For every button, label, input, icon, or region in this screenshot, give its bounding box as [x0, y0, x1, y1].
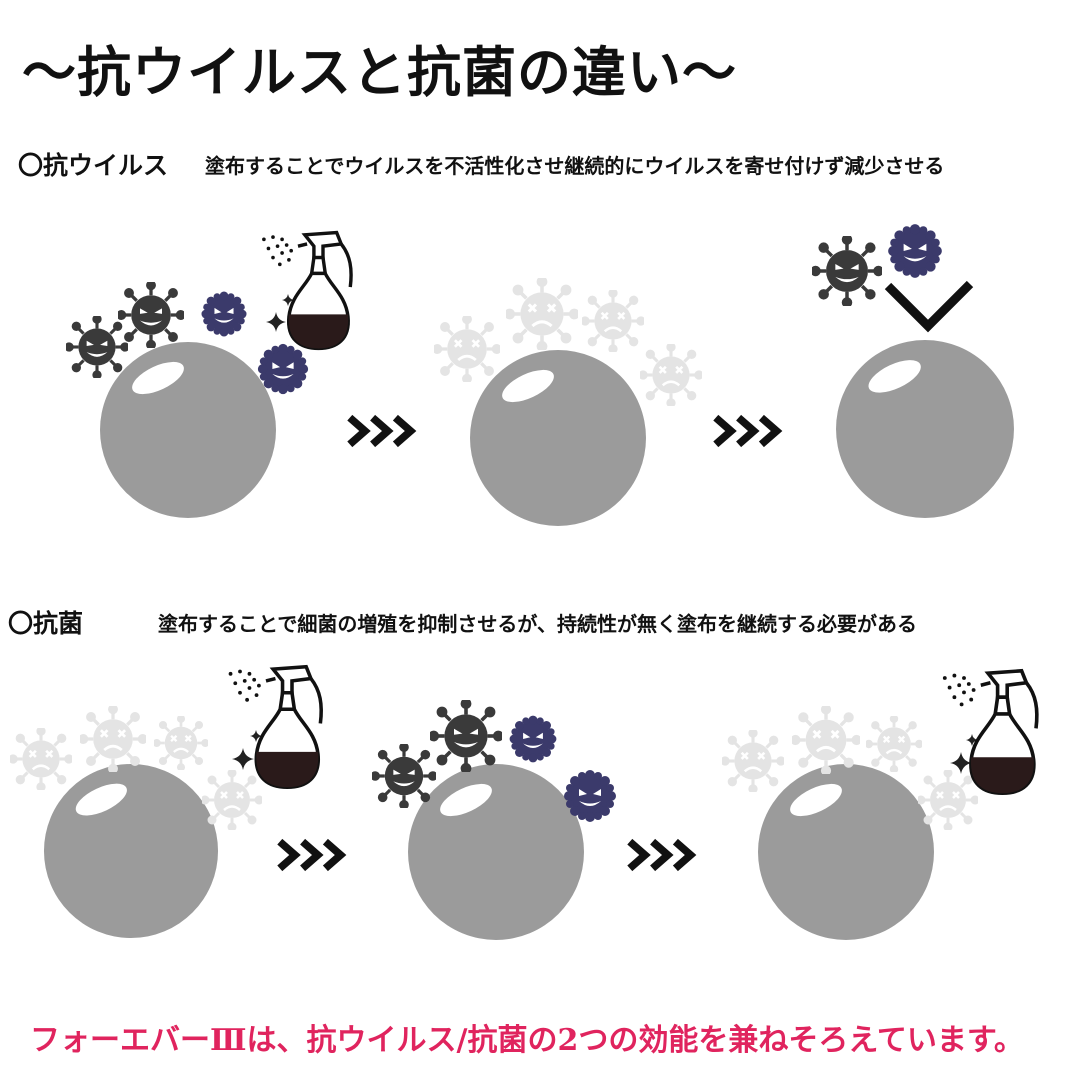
virus-icon [564, 770, 616, 822]
virus-icon [506, 278, 578, 350]
virus-icon [430, 700, 502, 772]
virus-icon [812, 236, 882, 306]
virus-icon [722, 730, 784, 792]
arrows-icon [716, 418, 777, 445]
virus-icon [201, 291, 247, 337]
sphere-icon [470, 350, 646, 526]
virus-icon [154, 716, 208, 770]
arrows-icon [630, 842, 691, 869]
virus-icon [434, 316, 500, 382]
virus-icon [10, 728, 72, 790]
antibacterial-heading: 〇抗菌 [8, 609, 84, 638]
sphere-icon [100, 342, 276, 518]
virus-icon [866, 716, 922, 772]
spray-bottle-icon [943, 671, 1037, 793]
page-title: ～抗ウイルスと抗菌の違い～ [22, 40, 737, 104]
virus-icon [118, 282, 184, 348]
sphere-icon [43, 763, 219, 939]
antivirus-stage-1 [66, 233, 351, 518]
antibacterial-stage-1 [10, 667, 322, 939]
sphere-icon [836, 340, 1014, 518]
antivirus-description: 塗布することでウイルスを不活性化させ継続的にウイルスを寄せ付けず減少させる [205, 154, 945, 178]
antivirus-heading: 〇抗ウイルス [18, 151, 169, 180]
antivirus-stage-2 [434, 278, 702, 526]
virus-icon [372, 744, 436, 808]
virus-icon [888, 224, 942, 278]
virus-icon [66, 316, 128, 378]
sparkle-icon [950, 752, 972, 774]
virus-icon [792, 706, 860, 774]
virus-icon [509, 715, 557, 763]
virus-icon [80, 706, 146, 772]
arrows-icon [280, 842, 341, 869]
sphere-icon [758, 764, 934, 940]
virus-icon [202, 770, 262, 830]
virus-icon [918, 770, 978, 830]
sparkle-icon [266, 312, 286, 332]
virus-icon [582, 290, 644, 352]
antibacterial-stage-3 [722, 671, 1037, 940]
antivirus-stage-3 [812, 224, 1014, 518]
footer-note: フォーエバーⅢは、抗ウイルス/抗菌の2つの効能を兼ねそろえています。 [30, 1023, 1024, 1058]
sparkle-icon [232, 748, 254, 770]
sphere-icon [408, 764, 584, 940]
shield-check-icon [884, 280, 974, 333]
arrows-icon [350, 418, 411, 445]
spray-bottle-icon [262, 233, 351, 349]
antibacterial-description: 塗布することで細菌の増殖を抑制させるが、持続性が無く塗布を継続する必要がある [158, 612, 917, 636]
virus-icon [640, 344, 702, 406]
antibacterial-stage-2 [372, 700, 616, 940]
spray-bottle-icon [229, 667, 322, 788]
virus-icon [257, 343, 309, 395]
